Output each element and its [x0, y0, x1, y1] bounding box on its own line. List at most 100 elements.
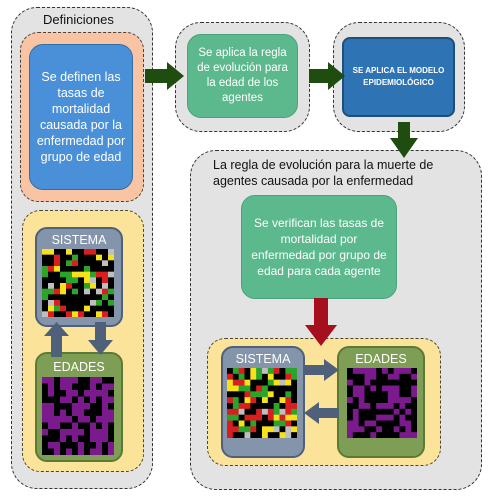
- grid-cell: [96, 300, 103, 306]
- grid-cell: [60, 390, 67, 397]
- grid-cell: [370, 414, 377, 421]
- grid-cell: [60, 288, 67, 295]
- grid-cell: [84, 260, 91, 267]
- grid-cell: [54, 390, 61, 397]
- grid-cell: [399, 391, 406, 398]
- grid-cell: [96, 249, 103, 255]
- grid-cell: [227, 432, 234, 438]
- grid-cell: [273, 403, 280, 410]
- grid-cell: [370, 426, 377, 433]
- grid-cell: [285, 414, 292, 421]
- grid-cell: [108, 390, 114, 397]
- grid-cell: [96, 448, 103, 455]
- grid-cell: [291, 391, 297, 398]
- grid-cell: [250, 432, 257, 438]
- grid-cell: [256, 385, 263, 392]
- grid-cell: [72, 409, 79, 417]
- grid-cell: [405, 373, 412, 380]
- grid-cell: [411, 391, 417, 398]
- grid-cell: [60, 254, 67, 261]
- grid-cell: [48, 429, 55, 436]
- grid-cell: [244, 408, 251, 415]
- grid-cell: [42, 442, 49, 449]
- grid-cell: [273, 391, 280, 398]
- grid-cell: [244, 385, 251, 392]
- grid-cell: [72, 260, 79, 267]
- grid-cell: [42, 396, 49, 404]
- grid-cell: [399, 397, 406, 404]
- grid-cell: [54, 377, 61, 384]
- grid-cell: [66, 294, 73, 301]
- grid-cell: [66, 435, 73, 443]
- grid-cell: [42, 288, 49, 295]
- grid-cell: [66, 396, 73, 404]
- grid-cell: [72, 277, 79, 284]
- grid-cell: [96, 260, 103, 267]
- grid-cell: [387, 379, 394, 386]
- grid-cell: [364, 420, 371, 427]
- grid-cell: [102, 271, 109, 278]
- grid-cell: [358, 414, 365, 421]
- grid-cell: [96, 271, 103, 278]
- grid-cell: [285, 391, 292, 398]
- arrow-sistema-down-to-edades: [88, 322, 113, 355]
- grid-cell: [291, 432, 297, 438]
- grid-cell: [393, 403, 400, 410]
- grid-cell: [102, 435, 109, 443]
- grid-cell: [108, 283, 114, 289]
- grid-cell: [84, 429, 91, 436]
- grid-cell: [352, 426, 359, 433]
- grid-cell: [72, 377, 79, 384]
- grid-cell: [48, 435, 55, 443]
- arrow-step2-to-step3: [309, 62, 345, 90]
- grid-cell: [273, 426, 280, 433]
- grid-cell: [72, 396, 79, 404]
- grid-cell: [267, 379, 274, 386]
- grid-cell: [54, 266, 61, 272]
- grid-cell: [90, 266, 97, 272]
- grid-cell: [54, 271, 61, 278]
- grid-cell: [279, 391, 286, 398]
- grid-cell: [42, 300, 49, 306]
- grid-cell: [66, 266, 73, 272]
- grid-cell: [72, 383, 79, 391]
- grid-cell: [108, 416, 114, 423]
- grid-cell: [84, 294, 91, 301]
- grid-cell: [273, 408, 280, 415]
- grid-cell: [54, 249, 61, 255]
- grid-cell: [90, 448, 97, 455]
- grid-cell: [262, 373, 269, 380]
- grid-cell: [382, 426, 389, 433]
- grid-cell: [48, 277, 55, 284]
- grid-cell: [411, 408, 417, 415]
- grid-cell: [42, 294, 49, 301]
- step2-box: Se aplica la regla de evolución para la …: [187, 34, 298, 118]
- grid-cell: [358, 391, 365, 398]
- grid-cell: [54, 416, 61, 423]
- grid-cell: [84, 409, 91, 417]
- grid-cell: [256, 426, 263, 433]
- grid-cell: [102, 403, 109, 410]
- grid-cell: [90, 288, 97, 295]
- grid-cell: [102, 422, 109, 430]
- grid-cell: [90, 294, 97, 301]
- grid-cell: [96, 409, 103, 417]
- grid-cell: [102, 416, 109, 423]
- grid-cell: [347, 368, 354, 375]
- grid-cell: [256, 379, 263, 386]
- grid-cell: [108, 305, 114, 312]
- grid-cell: [84, 448, 91, 455]
- grid-cell: [411, 420, 417, 427]
- grid-cell: [42, 403, 49, 410]
- grid-cell: [279, 414, 286, 421]
- definition-box: Se definen las tasas de mortalidad causa…: [29, 44, 133, 190]
- grid-cell: [382, 397, 389, 404]
- grid-cell: [54, 288, 61, 295]
- grid-cell: [370, 385, 377, 392]
- grid-cell: [376, 414, 383, 421]
- grid-cell: [382, 414, 389, 421]
- grid-cell: [393, 391, 400, 398]
- verify-box: Se verifican las tasas de mortalidad por…: [241, 195, 397, 299]
- grid-cell: [108, 266, 114, 272]
- grid-cell: [244, 432, 251, 438]
